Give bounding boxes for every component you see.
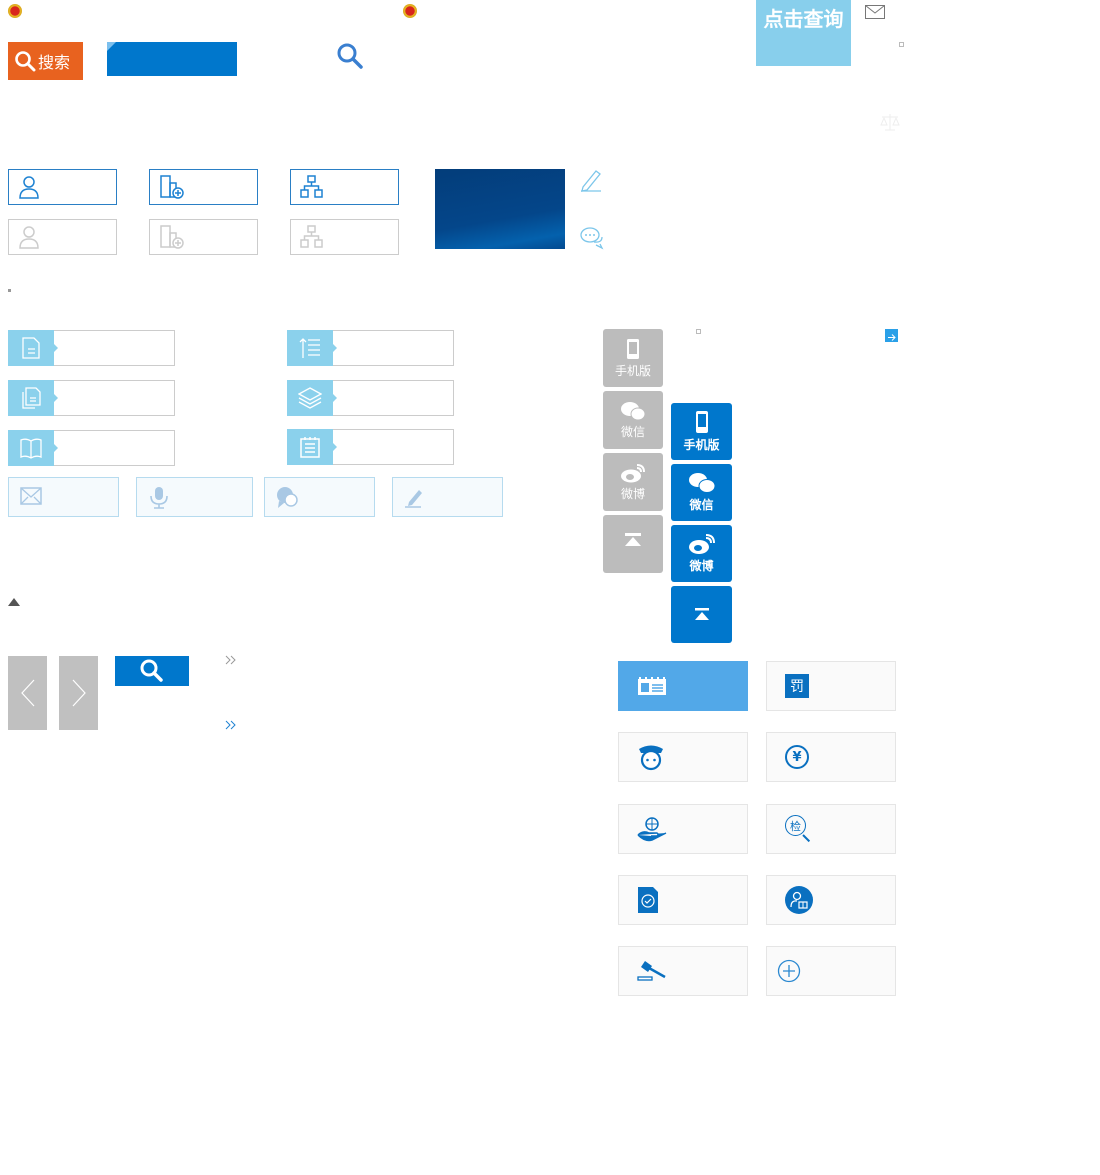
bullet-dot: [8, 289, 11, 292]
blue-banner-button[interactable]: [107, 42, 237, 76]
double-chevron-right-icon[interactable]: [225, 655, 238, 665]
fine-icon: 罚: [785, 674, 809, 698]
notepad-icon: [300, 437, 320, 458]
notepad-tag[interactable]: [287, 429, 454, 465]
service-approval[interactable]: [618, 875, 748, 925]
side-wechat-button[interactable]: 微信: [603, 391, 663, 449]
building-add-icon: [160, 225, 184, 249]
small-square-icon: [696, 329, 701, 334]
mail-icon[interactable]: [865, 5, 885, 19]
org-chart-icon: [300, 225, 323, 248]
microphone-box[interactable]: [136, 477, 253, 517]
side-weibo-button-active[interactable]: 微博: [671, 525, 732, 582]
approved-document-icon: [638, 887, 658, 913]
side-weibo-button[interactable]: 微博: [603, 453, 663, 511]
weibo-icon: [621, 463, 645, 482]
phone-icon: [627, 338, 639, 359]
org-chart-icon: [300, 175, 323, 198]
user-icon: [19, 176, 39, 199]
side-top-button-active[interactable]: [671, 586, 732, 643]
sort-list-icon: [299, 338, 320, 358]
org-chart-box[interactable]: [290, 169, 399, 205]
discussion-icon: [277, 487, 298, 508]
book-tag[interactable]: [8, 430, 175, 466]
search-button[interactable]: 搜索: [8, 42, 83, 80]
inspect-icon: 检: [785, 815, 813, 843]
pencil-icon: [405, 490, 422, 508]
query-button[interactable]: 点击查询: [756, 0, 851, 66]
search-icon: [140, 659, 163, 682]
service-payment[interactable]: ¥: [766, 732, 896, 782]
phone-icon: [695, 411, 708, 433]
microphone-icon: [150, 487, 168, 509]
search-icon[interactable]: [336, 42, 364, 70]
user-box-disabled[interactable]: [8, 219, 117, 255]
layers-tag[interactable]: [287, 380, 454, 416]
wechat-icon: [621, 401, 646, 420]
organization-box-disabled[interactable]: [149, 219, 258, 255]
documents-tag[interactable]: [8, 380, 175, 416]
back-to-top-icon: [694, 608, 709, 620]
service-court[interactable]: [618, 946, 748, 996]
side-mobile-button-active[interactable]: 手机版: [671, 403, 732, 460]
search-icon: [15, 51, 36, 72]
next-button[interactable]: [59, 656, 98, 730]
org-chart-box-disabled[interactable]: [290, 219, 399, 255]
police-icon: [639, 745, 663, 771]
service-police[interactable]: [618, 732, 748, 782]
pencil-icon[interactable]: [580, 168, 602, 192]
service-inspection[interactable]: 检: [766, 804, 896, 854]
user-gift-icon: [785, 886, 813, 914]
service-id-card[interactable]: [618, 661, 748, 711]
organization-box[interactable]: [149, 169, 258, 205]
book-icon: [20, 438, 42, 459]
discussion-box[interactable]: [264, 477, 375, 517]
building-add-icon: [160, 175, 184, 199]
prev-button[interactable]: [8, 656, 47, 730]
double-chevron-right-icon[interactable]: [225, 720, 238, 730]
chat-icon[interactable]: [580, 226, 604, 250]
id-card-icon: [638, 677, 666, 695]
plus-circle-icon: [777, 959, 801, 983]
search-button-blue[interactable]: [115, 656, 189, 686]
sort-list-tag[interactable]: [287, 330, 454, 366]
scale-icon: [880, 114, 900, 131]
weibo-icon: [688, 534, 715, 554]
user-icon: [19, 226, 39, 249]
user-box[interactable]: [8, 169, 117, 205]
service-assistance[interactable]: [618, 804, 748, 854]
hand-globe-icon: [637, 817, 667, 842]
chevron-right-icon: [72, 679, 86, 707]
edit-box[interactable]: [392, 477, 503, 517]
service-user-gift[interactable]: [766, 875, 896, 925]
chevron-left-icon: [20, 679, 34, 707]
small-square-icon: [899, 42, 904, 47]
service-fine[interactable]: 罚: [766, 661, 896, 711]
caret-up-icon[interactable]: [8, 598, 20, 606]
arrow-right-icon: [888, 334, 896, 341]
wechat-icon: [688, 473, 715, 493]
mail-box[interactable]: [8, 477, 119, 517]
banner-image: [435, 169, 565, 249]
side-top-button[interactable]: [603, 515, 663, 573]
side-wechat-button-active[interactable]: 微信: [671, 464, 732, 521]
back-to-top-icon: [625, 533, 641, 546]
gavel-icon: [637, 961, 666, 981]
layers-icon: [298, 387, 322, 409]
mail-icon: [20, 487, 42, 505]
search-button-label: 搜索: [38, 53, 71, 72]
document-tag[interactable]: [8, 330, 175, 366]
side-mobile-button[interactable]: 手机版: [603, 329, 663, 387]
service-more[interactable]: [766, 946, 896, 996]
document-icon: [22, 337, 40, 359]
yuan-icon: ¥: [785, 745, 809, 769]
arrow-right-button[interactable]: [885, 329, 898, 342]
cppcc-emblem-icon: [403, 4, 417, 18]
national-emblem-icon: [8, 4, 22, 18]
copy-document-icon: [22, 387, 41, 409]
